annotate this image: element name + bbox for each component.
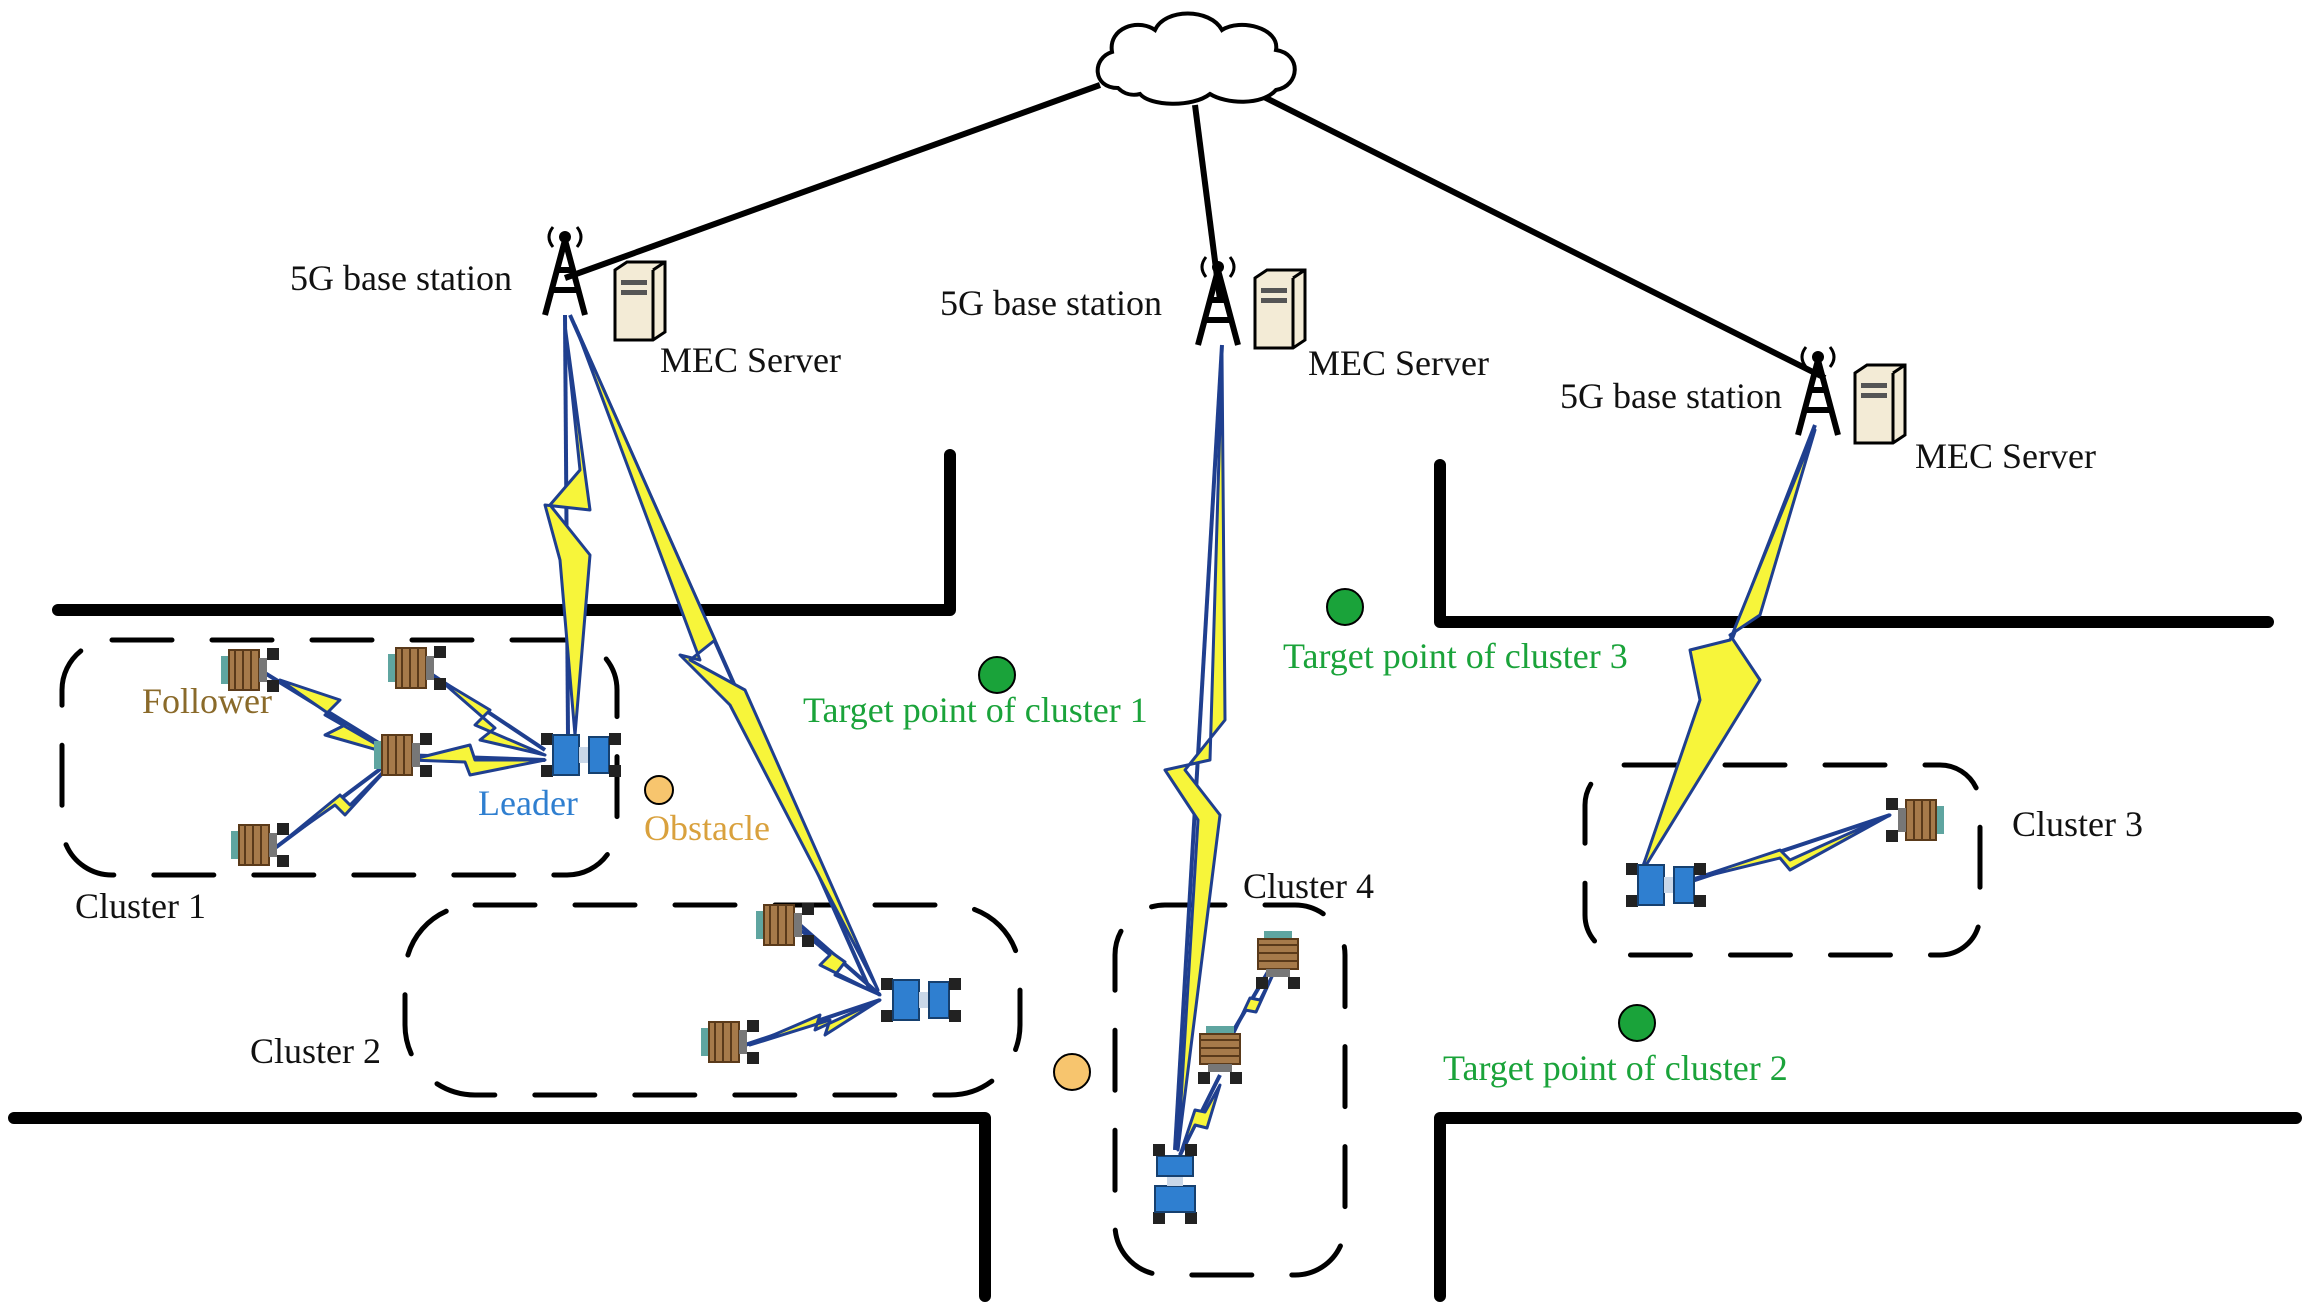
leader-robot xyxy=(1152,1143,1198,1225)
target-label-cluster3: Target point of cluster 3 xyxy=(1283,636,1628,676)
follower-robot xyxy=(1885,797,1945,843)
cluster-boundaries xyxy=(59,637,1983,1278)
antenna-icon-1 xyxy=(542,226,588,316)
target-point-cluster1 xyxy=(978,656,1016,694)
cluster-label-1: Cluster 1 xyxy=(75,886,206,926)
target-point-cluster3 xyxy=(1326,588,1364,626)
robots xyxy=(220,645,1945,1225)
server-icon-3 xyxy=(1853,363,1907,445)
leader-robot xyxy=(540,732,622,778)
wireless-link-station1-cluster1 xyxy=(543,314,592,737)
backhaul-links xyxy=(563,82,1827,381)
wireless-link-station3-cluster3 xyxy=(1638,424,1817,877)
station-label-1: 5G base station xyxy=(290,258,512,298)
server-label-2: MEC Server xyxy=(1308,343,1489,383)
leader-robot xyxy=(880,977,962,1023)
target-label-cluster1: Target point of cluster 1 xyxy=(803,690,1148,730)
wireless-link-station2-cluster4 xyxy=(1163,344,1227,1152)
obstacle-1 xyxy=(644,775,674,805)
cluster3-links xyxy=(1679,813,1892,887)
server-icon-2 xyxy=(1253,268,1307,350)
follower-robot xyxy=(387,645,447,691)
road-walls xyxy=(8,449,2302,1302)
obstacle-label: Obstacle xyxy=(644,808,770,848)
follower-robot xyxy=(1255,930,1301,990)
station-label-3: 5G base station xyxy=(1560,376,1782,416)
follower-robot xyxy=(755,902,815,948)
target-point-cluster2 xyxy=(1618,1004,1656,1042)
server-icon-1 xyxy=(613,260,667,342)
wireless-link-station1-cluster2 xyxy=(568,314,880,992)
antenna-icon-2 xyxy=(1195,256,1241,346)
leader-label: Leader xyxy=(478,783,578,823)
server-label-1: MEC Server xyxy=(660,340,841,380)
cloud-icon xyxy=(1095,11,1297,106)
cluster-label-4: Cluster 4 xyxy=(1243,866,1374,906)
server-label-3: MEC Server xyxy=(1915,436,2096,476)
target-label-cluster2: Target point of cluster 2 xyxy=(1443,1048,1788,1088)
leader-robot xyxy=(1625,862,1707,908)
cluster-label-3: Cluster 3 xyxy=(2012,804,2143,844)
antenna-icon-3 xyxy=(1795,346,1841,436)
obstacle-2 xyxy=(1053,1053,1091,1091)
cluster-label-2: Cluster 2 xyxy=(250,1031,381,1071)
follower-label: Follower xyxy=(142,681,272,721)
station-label-2: 5G base station xyxy=(940,283,1162,323)
